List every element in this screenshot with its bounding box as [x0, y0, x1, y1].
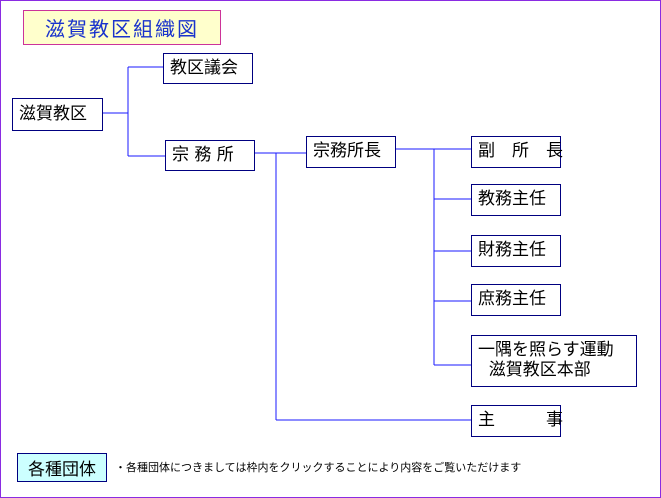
diagram-title: 滋賀教区組織図	[23, 10, 221, 45]
node-religious-affairs-office[interactable]: 宗 務 所	[165, 140, 255, 171]
node-secretary[interactable]: 主 事	[471, 405, 563, 437]
node-office-director[interactable]: 宗務所長	[306, 136, 396, 168]
node-vice-director[interactable]: 副 所 長	[471, 136, 563, 168]
various-groups-button[interactable]: 各種団体	[17, 453, 107, 482]
node-general-affairs-chief[interactable]: 庶務主任	[471, 284, 561, 316]
node-diocese-council[interactable]: 教区議会	[163, 53, 253, 84]
node-finance-chief[interactable]: 財務主任	[471, 235, 561, 267]
node-education-chief[interactable]: 教務主任	[471, 184, 561, 216]
node-shiga-diocese[interactable]: 滋賀教区	[12, 98, 103, 131]
node-movement-headquarters[interactable]: 一隅を照らす運動 滋賀教区本部	[471, 335, 637, 387]
various-groups-note: ・各種団体につきましては枠内をクリックすることにより内容をご覧いただけます	[115, 461, 522, 474]
